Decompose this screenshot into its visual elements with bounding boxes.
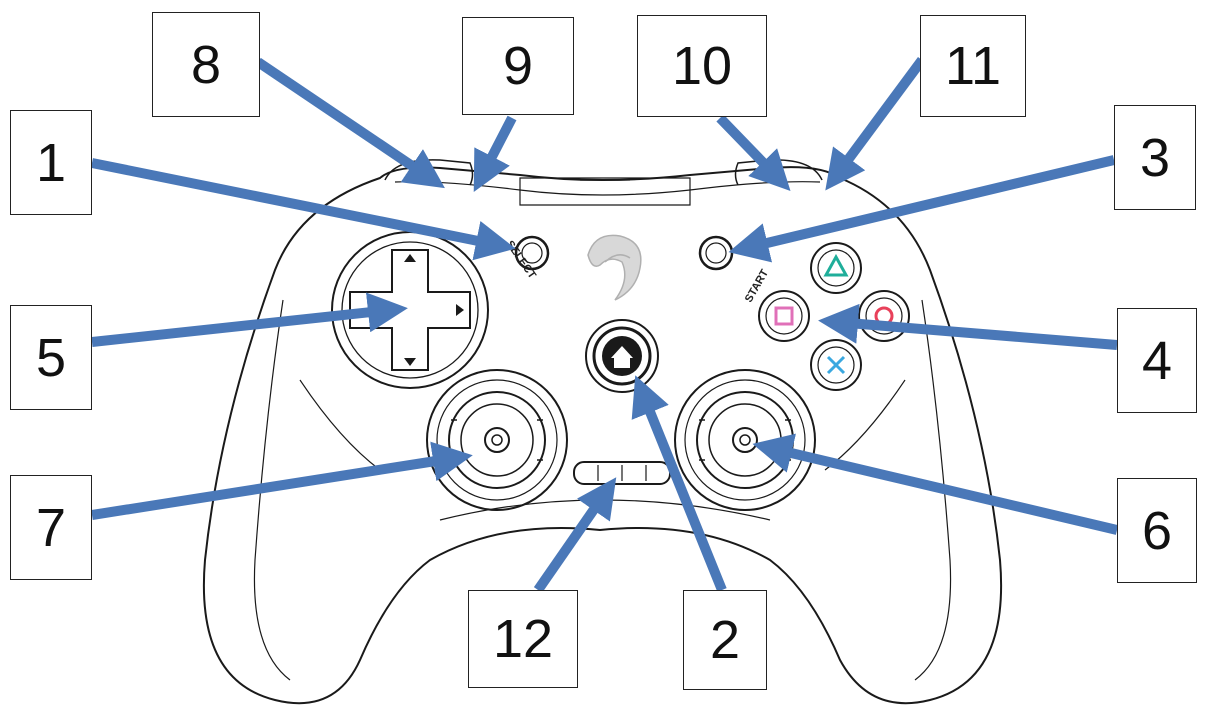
home-button bbox=[585, 319, 659, 393]
arrow-5 bbox=[91, 292, 408, 347]
arrow-6 bbox=[752, 433, 1119, 535]
arrow-1 bbox=[91, 158, 516, 261]
arrow-8 bbox=[255, 57, 445, 189]
callout-9: 9 bbox=[462, 17, 574, 115]
select-label: SELECT bbox=[503, 239, 538, 282]
triangle-button bbox=[810, 242, 862, 294]
start-button bbox=[698, 235, 734, 271]
callout-11: 11 bbox=[920, 15, 1026, 117]
cobra-logo bbox=[587, 234, 642, 301]
right-analog-stick bbox=[674, 369, 816, 511]
callout-4: 4 bbox=[1117, 308, 1197, 413]
arrow-12 bbox=[533, 477, 617, 593]
action-buttons bbox=[758, 242, 910, 391]
select-button bbox=[514, 235, 550, 271]
callout-7: 7 bbox=[10, 475, 92, 580]
arrow-4 bbox=[818, 303, 1118, 350]
arrow-2 bbox=[631, 375, 727, 592]
circle-button bbox=[858, 290, 910, 342]
callout-2: 2 bbox=[683, 590, 767, 690]
callout-10: 10 bbox=[637, 15, 767, 117]
callout-12: 12 bbox=[468, 590, 578, 688]
callout-3: 3 bbox=[1114, 105, 1196, 210]
cross-button bbox=[810, 339, 862, 391]
led-indicator-bar bbox=[573, 461, 671, 485]
arrow-10 bbox=[716, 114, 791, 191]
left-analog-stick bbox=[426, 369, 568, 511]
arrow-3 bbox=[728, 155, 1116, 263]
arrow-11 bbox=[825, 57, 927, 191]
square-button bbox=[758, 290, 810, 342]
arrow-7 bbox=[91, 441, 473, 520]
callout-6: 6 bbox=[1117, 478, 1197, 583]
arrow-9 bbox=[473, 115, 517, 192]
callout-arrows bbox=[91, 57, 1119, 593]
callout-5: 5 bbox=[10, 305, 92, 410]
callout-8: 8 bbox=[152, 12, 260, 117]
home-icon bbox=[611, 346, 633, 368]
callout-1: 1 bbox=[10, 110, 92, 215]
